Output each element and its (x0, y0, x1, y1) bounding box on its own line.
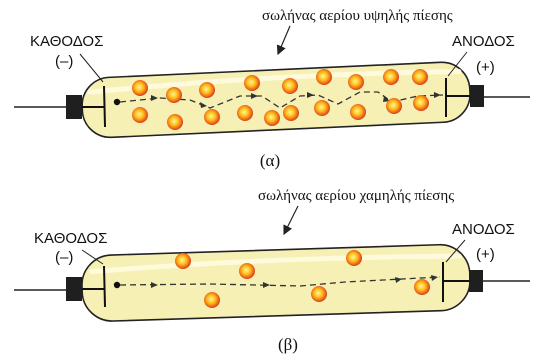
gas-particle (413, 95, 429, 111)
gas-particle (316, 69, 332, 85)
cathode-label-b: ΚΑΘΟΔΟΣ (34, 230, 107, 247)
cathode-sign-b: (–) (55, 249, 73, 266)
electron-a (114, 99, 120, 105)
gas-particle (350, 104, 366, 120)
gas-particle (346, 250, 362, 266)
gas-particle (244, 75, 260, 91)
gas-particle (204, 109, 220, 125)
anode-label-a: ΑΝΟΔΟΣ (452, 33, 515, 50)
gas-particle (237, 105, 253, 121)
anode-plug-b (469, 270, 483, 292)
anode-label-b: ΑΝΟΔΟΣ (452, 221, 515, 238)
gas-particle (175, 253, 191, 269)
gas-particle (166, 87, 182, 103)
gas-particle (167, 114, 183, 130)
tube-a (81, 61, 471, 139)
gas-particle (264, 110, 280, 126)
panel-a: σωλήνας αερίου υψηλής πίεσης ΚΑΘΟΔΟΣ (–)… (14, 8, 530, 170)
cathode-plug-a (66, 95, 82, 119)
tube-label-a: σωλήνας αερίου υψηλής πίεσης (262, 8, 453, 24)
gas-particle (383, 69, 399, 85)
caption-b: (β) (278, 335, 298, 354)
gas-particle (282, 78, 298, 94)
gas-particle (414, 279, 430, 295)
caption-a: (α) (260, 151, 280, 170)
gas-particle (132, 80, 148, 96)
panel-b: σωλήνας αερίου χαμηλής πίεσης ΚΑΘΟΔΟΣ (–… (14, 188, 530, 354)
electron-b (114, 282, 120, 288)
gas-particle (314, 100, 330, 116)
gas-particle (239, 263, 255, 279)
anode-plug-a (470, 85, 484, 107)
gas-particle (311, 286, 327, 302)
tube-label-b: σωλήνας αερίου χαμηλής πίεσης (258, 188, 454, 204)
cathode-plug-b (66, 277, 82, 301)
anode-sign-b: (+) (476, 246, 495, 263)
cathode-sign-a: (–) (55, 53, 73, 70)
gas-particle (204, 292, 220, 308)
tube-b (81, 244, 471, 322)
gas-particle (132, 107, 148, 123)
gas-particle (386, 98, 402, 114)
gas-particle (348, 74, 364, 90)
anode-sign-a: (+) (476, 59, 495, 76)
gas-particle (283, 105, 299, 121)
cathode-plate-a (104, 86, 105, 127)
cathode-plate-b (104, 266, 105, 307)
gas-particle (412, 69, 428, 85)
gas-particle (199, 82, 215, 98)
cathode-label-a: ΚΑΘΟΔΟΣ (30, 33, 103, 50)
